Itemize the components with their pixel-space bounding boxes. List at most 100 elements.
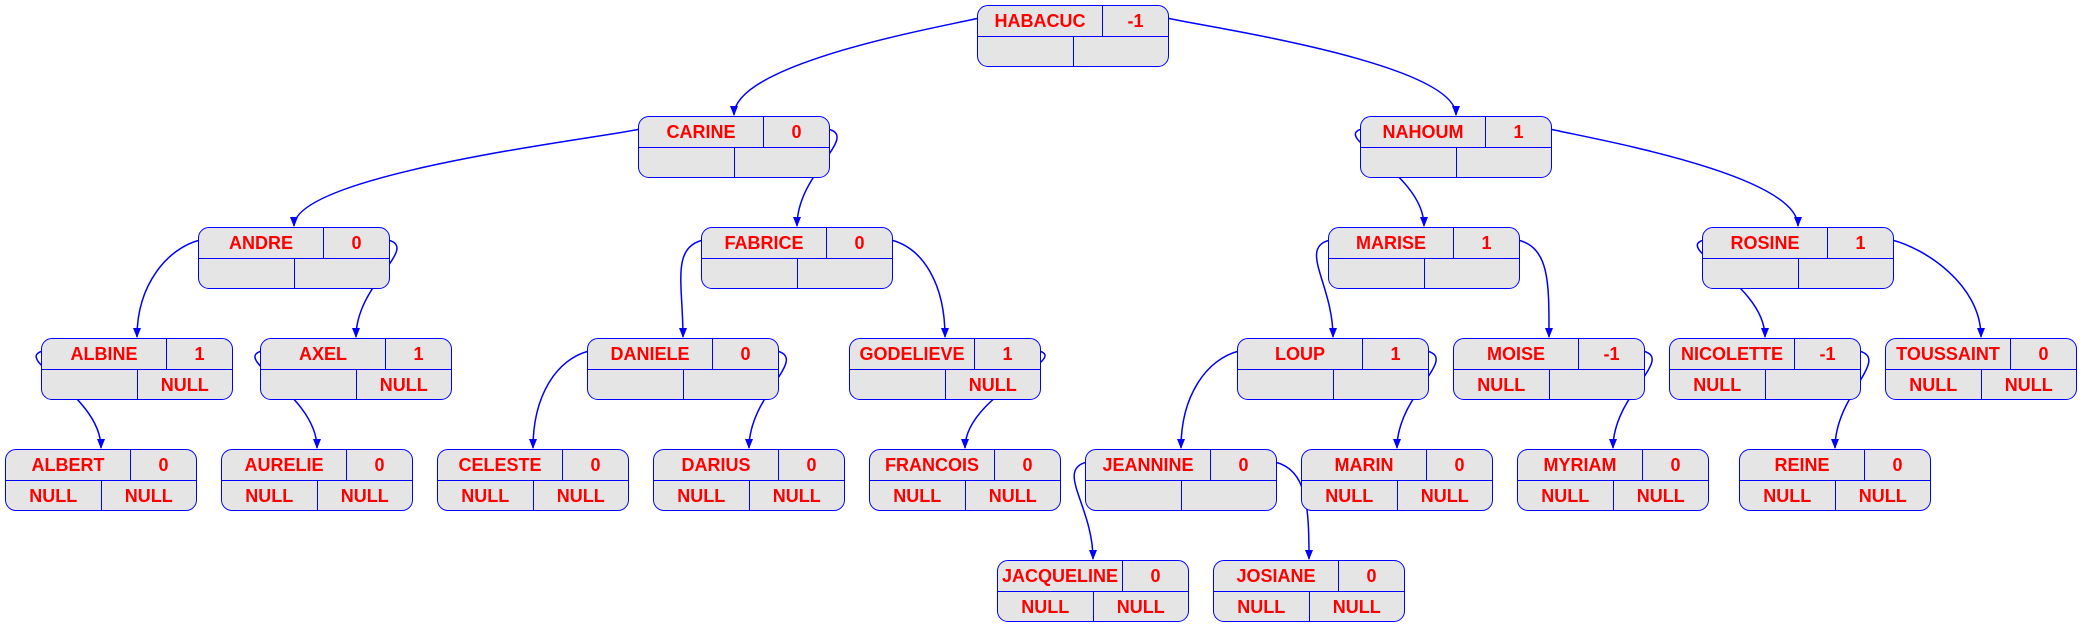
- left-child-pointer: [702, 259, 798, 288]
- node-children: [1703, 259, 1893, 288]
- node-header: REINE 0: [1740, 450, 1930, 481]
- right-child-pointer: NULL: [124, 485, 173, 506]
- node-children: NULL NULL: [222, 481, 412, 510]
- balance-factor: 1: [1002, 343, 1013, 364]
- right-child-pointer: [1457, 148, 1552, 177]
- edge-daniele-to-celeste: [529, 350, 590, 449]
- edge-andre-to-albine: [133, 239, 201, 338]
- left-child-pointer: NULL: [222, 481, 318, 510]
- balance-factor: 1: [413, 343, 424, 364]
- left-child-pointer: NULL: [6, 481, 102, 510]
- node-children: [702, 259, 892, 288]
- balance-factor: -1: [1819, 343, 1836, 364]
- left-child-pointer: [42, 370, 138, 399]
- balance-factor: 0: [1892, 454, 1903, 475]
- node-header: CARINE 0: [639, 117, 829, 148]
- left-child-pointer: NULL: [1518, 481, 1614, 510]
- left-child-pointer: NULL: [870, 481, 966, 510]
- right-child-pointer: NULL: [1332, 596, 1381, 617]
- left-child-pointer: [639, 148, 735, 177]
- balance-factor: 1: [194, 343, 205, 364]
- node-children: NULL: [850, 370, 1040, 399]
- left-child-pointer: NULL: [1302, 481, 1398, 510]
- node-label: REINE: [1740, 450, 1865, 480]
- node-header: JACQUELINE 0: [998, 561, 1188, 592]
- node-label: CARINE: [639, 117, 764, 147]
- balance-factor: 0: [791, 121, 802, 142]
- tree-node-daniele: DANIELE 0: [587, 338, 779, 400]
- left-child-pointer: [199, 259, 295, 288]
- node-children: [199, 259, 390, 288]
- right-child-pointer: NULL: [379, 374, 428, 395]
- edge-fabrice-to-godelieve: [890, 239, 949, 338]
- tree-node-rosine: ROSINE 1: [1702, 227, 1894, 289]
- node-children: NULL NULL: [1518, 481, 1708, 510]
- right-child-pointer: [295, 259, 390, 288]
- left-child-pointer: [850, 370, 946, 399]
- right-child-pointer: NULL: [968, 374, 1017, 395]
- balance-factor: 0: [1150, 565, 1161, 586]
- left-child-pointer: NULL: [438, 481, 534, 510]
- right-child-pointer: [1074, 37, 1169, 66]
- node-label: ROSINE: [1703, 228, 1828, 258]
- right-child-pointer: NULL: [1858, 485, 1907, 506]
- left-child-pointer: NULL: [654, 481, 750, 510]
- balance-factor: 0: [1366, 565, 1377, 586]
- balance-factor: 0: [351, 232, 362, 253]
- node-label: DARIUS: [654, 450, 779, 480]
- node-children: [978, 37, 1169, 66]
- edge-marise-to-moise: [1517, 239, 1554, 338]
- node-label: CELESTE: [438, 450, 563, 480]
- right-child-pointer: NULL: [556, 485, 605, 506]
- right-child-pointer: NULL: [1636, 485, 1685, 506]
- node-header: ROSINE 1: [1703, 228, 1893, 259]
- balance-factor: 1: [1513, 121, 1524, 142]
- left-child-pointer: [261, 370, 357, 399]
- right-child-pointer: [1766, 370, 1861, 399]
- left-child-pointer: NULL: [1740, 481, 1836, 510]
- node-children: NULL NULL: [438, 481, 628, 510]
- balance-factor: 1: [1481, 232, 1492, 253]
- node-label: DANIELE: [588, 339, 713, 369]
- edge-marise-to-loup: [1315, 239, 1337, 338]
- node-label: JACQUELINE: [998, 561, 1123, 591]
- right-child-pointer: NULL: [340, 485, 389, 506]
- balance-factor: 0: [1022, 454, 1033, 475]
- edge-loup-to-jeannine: [1177, 350, 1240, 449]
- node-label: JEANNINE: [1086, 450, 1211, 480]
- node-header: MOISE-1: [1454, 339, 1644, 370]
- node-label: FABRICE: [702, 228, 827, 258]
- left-child-pointer: [1329, 259, 1425, 288]
- balance-factor: 0: [740, 343, 751, 364]
- right-child-pointer: [1334, 370, 1429, 399]
- node-label: AURELIE: [222, 450, 347, 480]
- node-children: [1238, 370, 1429, 399]
- balance-factor: -1: [1127, 10, 1144, 31]
- balance-factor: 1: [1855, 232, 1866, 253]
